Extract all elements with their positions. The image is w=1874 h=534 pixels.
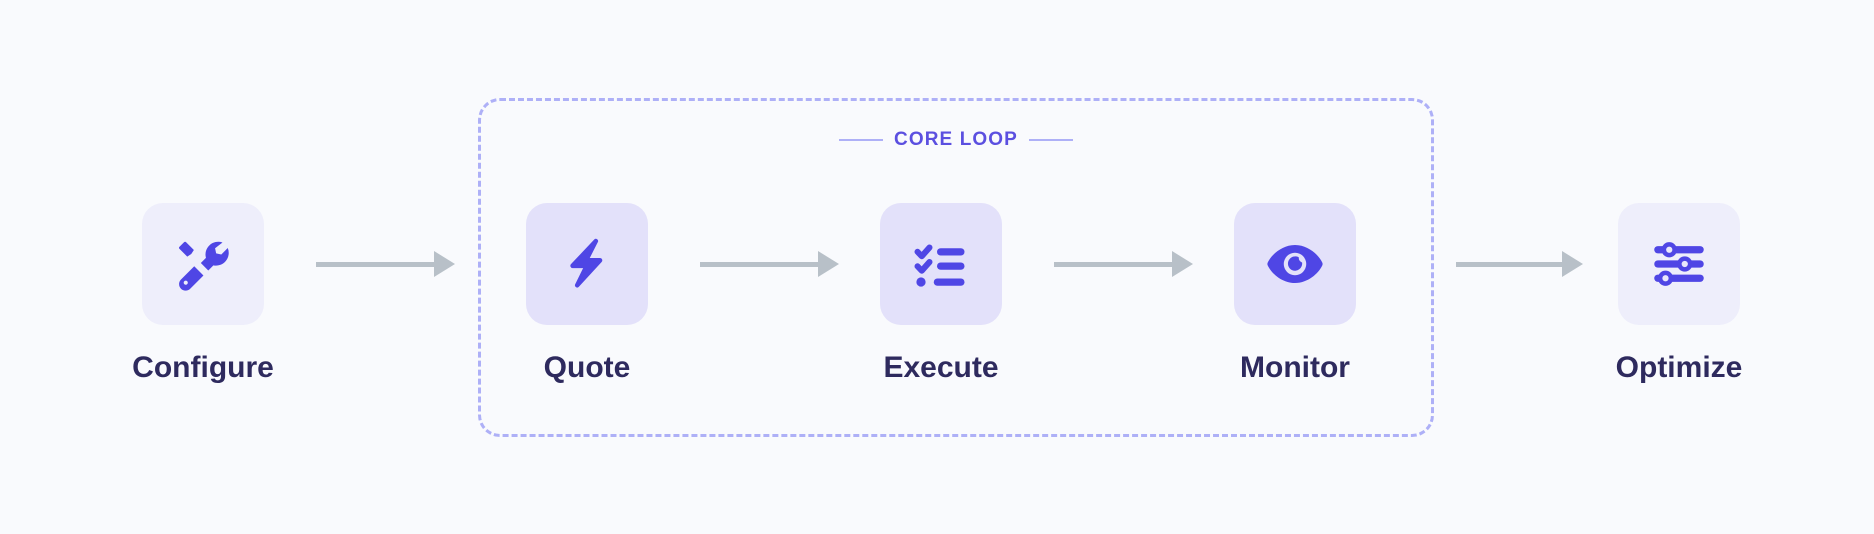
arrow-configure-to-quote: [316, 251, 455, 277]
arrow-shaft: [1456, 261, 1562, 267]
step-optimize-tile: [1618, 203, 1740, 325]
step-optimize[interactable]: Optimize: [1615, 203, 1743, 384]
step-quote-tile: [526, 203, 648, 325]
tools-icon: [179, 240, 229, 291]
lightning-icon: [570, 238, 603, 288]
step-execute-label: Execute: [883, 351, 999, 384]
arrow-execute-to-monitor: [1054, 251, 1193, 277]
arrow-quote-to-execute: [700, 251, 839, 277]
step-configure[interactable]: Configure: [132, 203, 274, 383]
arrow-head-icon: [1562, 251, 1583, 277]
arrow-shaft: [700, 261, 818, 267]
step-execute-tile: [880, 203, 1002, 325]
arrow-shaft: [316, 261, 434, 267]
step-monitor-label: Monitor: [1240, 351, 1350, 384]
step-optimize-label: Optimize: [1615, 351, 1743, 384]
arrow-head-icon: [818, 251, 839, 277]
arrow-shaft: [1054, 261, 1172, 267]
arrow-head-icon: [434, 251, 455, 277]
step-monitor[interactable]: Monitor: [1234, 203, 1356, 383]
step-quote[interactable]: Quote: [526, 203, 648, 383]
step-execute[interactable]: Execute: [880, 203, 1002, 383]
arrow-head-icon: [1172, 251, 1193, 277]
eye-icon: [1267, 245, 1323, 283]
step-monitor-tile: [1234, 203, 1356, 325]
step-configure-tile: [142, 203, 264, 325]
step-quote-label: Quote: [543, 351, 631, 384]
sliders-icon: [1654, 242, 1704, 286]
arrow-monitor-to-optimize: [1456, 251, 1583, 277]
checklist-icon: [914, 244, 965, 287]
step-configure-label: Configure: [132, 351, 274, 384]
core-loop-boundary: [478, 98, 1434, 437]
